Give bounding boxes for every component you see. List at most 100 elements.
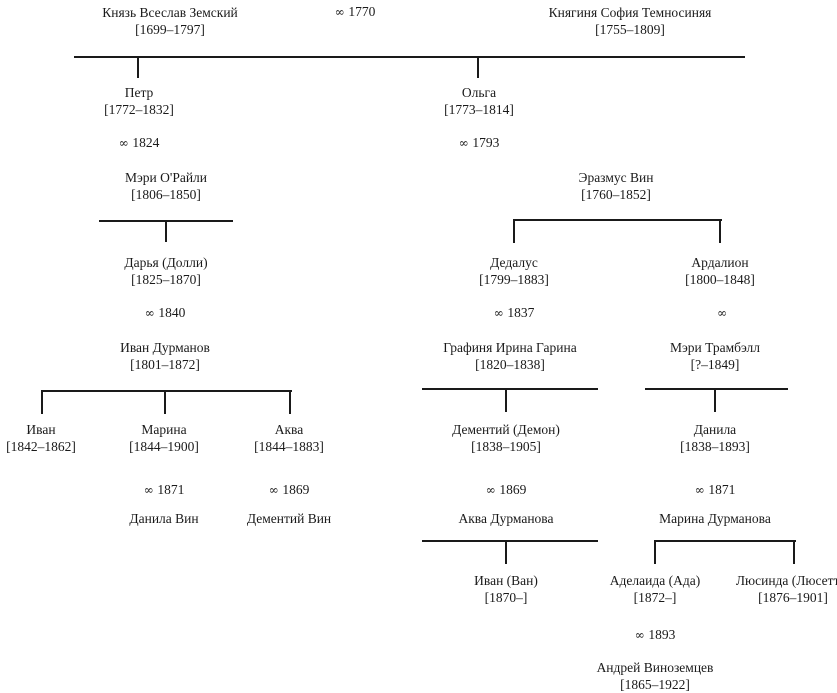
connector-drop-dedalus: [513, 219, 516, 243]
marriage-symbol-icon: ∞: [634, 627, 649, 642]
person-dates: [1799–1883]: [479, 272, 549, 288]
connector-horizontal-van: [422, 540, 598, 543]
connector-drop-petr: [137, 56, 140, 78]
person-node-van: Иван (Ван) [1870–]: [425, 572, 587, 607]
person-dates: [1844–1900]: [129, 439, 199, 455]
connector-horizontal-danila: [645, 388, 788, 391]
person-name: Мэри О'Райли: [124, 170, 207, 185]
marriage-year: 1840: [158, 305, 186, 320]
marriage-1869-dementiy: ∞ 1869: [452, 482, 560, 498]
connector-horizontal-gen1: [74, 56, 745, 59]
person-node-marina: Марина [1844–1900]: [104, 421, 224, 456]
marriage-1893: ∞ 1893: [601, 627, 709, 643]
connector-drop-darya: [165, 220, 168, 242]
person-name: Дарья (Долли): [124, 255, 208, 270]
person-name: Данила: [693, 422, 737, 437]
marriage-symbol-icon: ∞: [268, 482, 283, 497]
marriage-symbol-icon: ∞: [717, 305, 727, 320]
person-dates: [1865–1922]: [620, 677, 690, 693]
person-node-danila: Данила [1838–1893]: [634, 421, 796, 456]
person-name: Иван Дурманов: [120, 340, 210, 355]
marriage-symbol-icon: ∞: [694, 482, 709, 497]
person-node-dementiy-vin: Дементий Вин: [222, 510, 356, 527]
person-node-ada: Аделаида (Ада) [1872–]: [589, 572, 721, 607]
person-name: Дементий (Демон): [452, 422, 560, 437]
person-dates: [1755–1809]: [595, 22, 665, 38]
person-node-mary-oreilly: Мэри О'Райли [1806–1850]: [85, 169, 247, 204]
person-dates: [1872–]: [633, 590, 677, 606]
person-node-dementiy: Дементий (Демон) [1838–1905]: [425, 421, 587, 456]
person-name: Иван (Ван): [474, 573, 538, 588]
person-node-ardalion: Ардалион [1800–1848]: [639, 254, 801, 289]
person-node-petr: Петр [1772–1832]: [58, 84, 220, 119]
person-dates: [1838–1893]: [680, 439, 750, 455]
marriage-symbol-icon: ∞: [144, 305, 159, 320]
connector-horizontal-marina-children: [654, 540, 796, 543]
connector-drop-danila: [714, 388, 717, 412]
person-name: Дементий Вин: [246, 511, 332, 526]
person-dates: [1844–1883]: [254, 439, 324, 455]
person-name: Андрей Виноземцев: [596, 660, 714, 675]
person-name: Мэри Трамбэлл: [669, 340, 761, 355]
person-name: Графиня Ирина Гарина: [443, 340, 577, 355]
marriage-year: 1824: [132, 135, 160, 150]
marriage-year: 1869: [282, 482, 310, 497]
person-node-vseslav: Князь Всеслав Земский [1699–1797]: [30, 4, 310, 39]
person-node-olga: Ольга [1773–1814]: [398, 84, 560, 119]
marriage-1793: ∞ 1793: [425, 135, 533, 151]
person-dates: [1760–1852]: [581, 187, 651, 203]
person-name: Аква: [274, 422, 304, 437]
person-dates: [?–1849]: [690, 357, 740, 373]
person-node-ivan-durmanov: Иван Дурманов [1801–1872]: [84, 339, 246, 374]
person-node-sofia: Княгиня София Темносиняя [1755–1809]: [470, 4, 790, 39]
person-name: Ольга: [461, 85, 497, 100]
person-dates: [1699–1797]: [135, 22, 205, 38]
marriage-year: 1893: [648, 627, 676, 642]
connector-drop-akva: [289, 390, 292, 414]
person-name: Марина Дурманова: [659, 511, 771, 526]
marriage-1837: ∞ 1837: [460, 305, 568, 321]
connector-drop-van: [505, 540, 508, 564]
person-dates: [1820–1838]: [475, 357, 545, 373]
person-node-dedalus: Дедалус [1799–1883]: [433, 254, 595, 289]
person-name: Дедалус: [490, 255, 538, 270]
marriage-1869-akva: ∞ 1869: [235, 482, 343, 498]
person-node-akva-durmanova: Аква Дурманова: [425, 510, 587, 527]
person-node-mary-trumbell: Мэри Трамбэлл [?–1849]: [634, 339, 796, 374]
marriage-symbol-icon: ∞: [334, 4, 349, 19]
person-node-ivan-child: Иван [1842–1862]: [0, 421, 101, 456]
marriage-symbol-icon: ∞: [493, 305, 508, 320]
person-node-darya: Дарья (Долли) [1825–1870]: [85, 254, 247, 289]
marriage-ardalion: ∞: [668, 305, 776, 321]
connector-drop-lucinda: [793, 540, 796, 564]
person-nickname: (Люсетта): [791, 573, 837, 588]
person-node-danila-vin: Данила Вин: [104, 510, 224, 527]
person-dates: [1801–1872]: [130, 357, 200, 373]
marriage-1871-marina: ∞ 1871: [110, 482, 218, 498]
connector-drop-marina: [164, 390, 167, 414]
person-name: Данила Вин: [129, 511, 199, 526]
connector-drop-ada: [654, 540, 657, 564]
person-dates: [1838–1905]: [471, 439, 541, 455]
marriage-1770: ∞ 1770: [300, 4, 410, 20]
connector-drop-dementiy: [505, 388, 508, 412]
marriage-symbol-icon: ∞: [118, 135, 133, 150]
person-node-erazmus-vin: Эразмус Вин [1760–1852]: [535, 169, 697, 204]
person-node-irina-garina: Графиня Ирина Гарина [1820–1838]: [424, 339, 596, 374]
person-dates: [1825–1870]: [131, 272, 201, 288]
marriage-year: 1869: [499, 482, 527, 497]
person-dates: [1870–]: [484, 590, 528, 606]
marriage-symbol-icon: ∞: [143, 482, 158, 497]
person-name: Люсинда: [735, 573, 789, 588]
person-name: Петр: [124, 85, 154, 100]
person-name: Аделаида (Ада): [609, 573, 701, 588]
marriage-1840: ∞ 1840: [111, 305, 219, 321]
marriage-year: 1837: [507, 305, 535, 320]
person-node-marina-durmanova: Марина Дурманова: [634, 510, 796, 527]
person-node-andrey: Андрей Виноземцев [1865–1922]: [574, 659, 736, 693]
person-name: Ардалион: [691, 255, 749, 270]
marriage-year: 1871: [157, 482, 185, 497]
marriage-year: 1871: [708, 482, 736, 497]
connector-drop-ivan-child: [41, 390, 44, 414]
marriage-symbol-icon: ∞: [458, 135, 473, 150]
